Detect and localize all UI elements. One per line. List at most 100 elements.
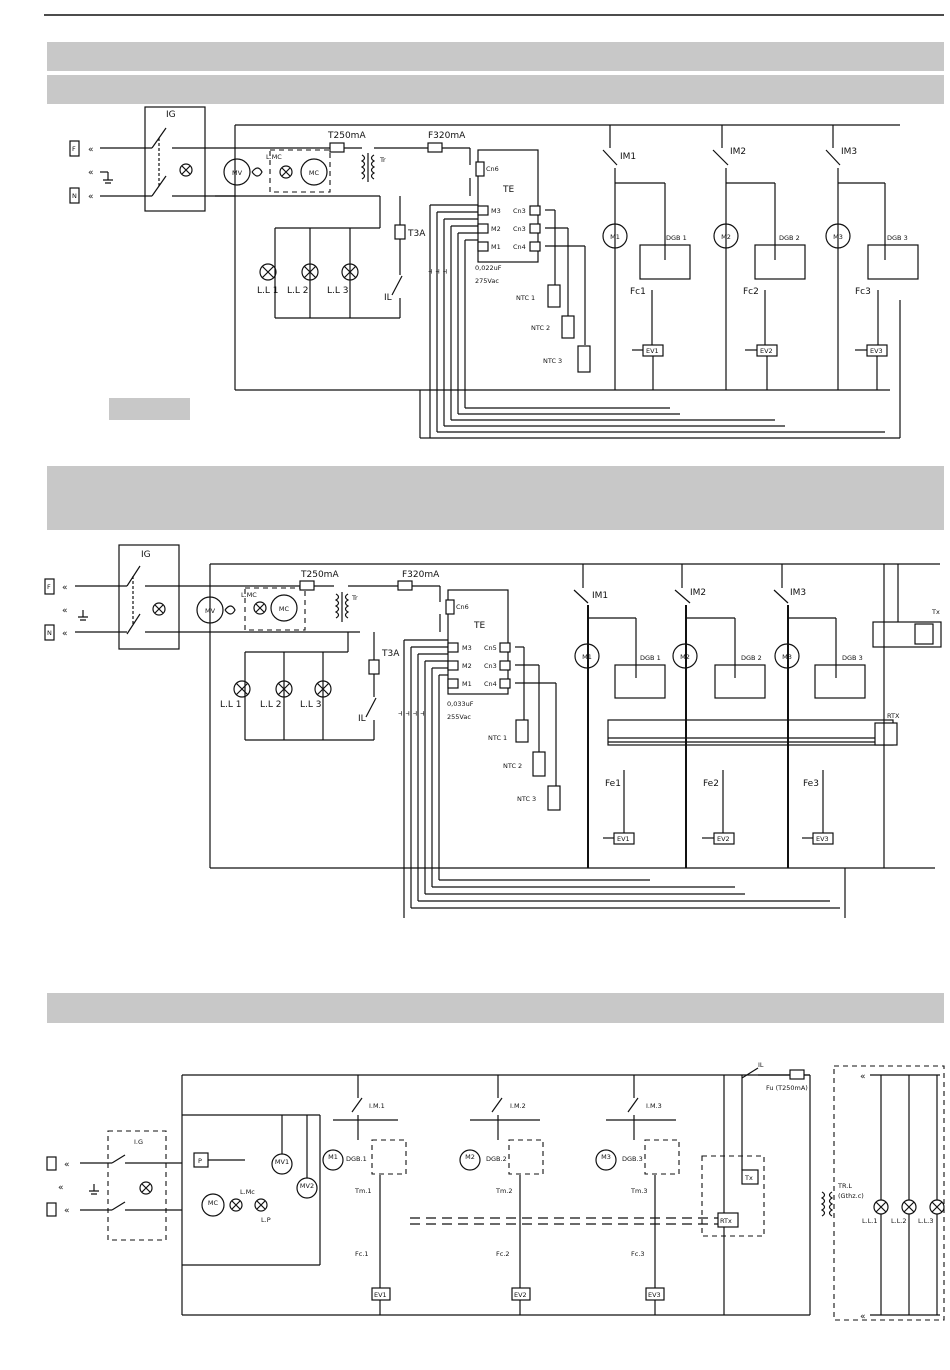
sensor-label: NTC 1 — [516, 294, 535, 302]
fuse-fu — [789, 1069, 805, 1080]
capacitor-value: 275Vac — [475, 277, 499, 285]
fuse-t3a — [368, 659, 380, 675]
pump-lamp-label: L.MC — [241, 591, 257, 599]
motor-label: M1 — [328, 1153, 338, 1161]
switch-contact — [111, 1154, 126, 1164]
motor-label: M3 — [601, 1153, 611, 1161]
terminal-l — [46, 1156, 57, 1171]
fuse-t250 — [329, 142, 345, 153]
lamp-label: L.L 1 — [220, 700, 241, 710]
fuse-f320-label: F320mA — [428, 131, 466, 141]
indicator-lamp — [152, 602, 166, 616]
valve-ev3 — [645, 1287, 665, 1301]
plug-icon: « — [62, 606, 68, 616]
lamp-p-label: L.P — [261, 1216, 271, 1224]
timer-label: Tm.3 — [630, 1187, 648, 1195]
cable-harness — [403, 639, 846, 918]
pump-motor-label: MC — [279, 605, 290, 613]
dosing-box-label: DGB 1 — [666, 234, 687, 242]
main-switch-frame — [107, 1130, 167, 1241]
lamp-ll1 — [233, 680, 251, 698]
plug-icon: « — [58, 1183, 64, 1193]
timer-tx-box — [872, 621, 942, 648]
fan-motor-label: MV2 — [300, 1182, 314, 1190]
fan-motor-mv — [196, 596, 224, 624]
lamp-cross — [303, 265, 317, 279]
lamp-label: L.L.2 — [891, 1217, 907, 1225]
motor-label: M2 — [465, 1153, 475, 1161]
pump-motor-label: MC — [208, 1199, 219, 1207]
lamp-label: L.L 1 — [257, 286, 278, 296]
lamp-cross — [231, 1200, 241, 1210]
lamp-cross — [277, 682, 291, 696]
plug-icon: « — [88, 192, 94, 202]
timer-label: Tx — [931, 608, 940, 616]
motor-m2 — [713, 223, 739, 249]
main-switch-label: IG — [141, 550, 151, 560]
sensor-ntc2 — [561, 315, 575, 339]
lamp-cross — [875, 1201, 887, 1213]
connector-cn5 — [499, 642, 511, 653]
capacitor-value: 0,022uF — [475, 264, 502, 272]
lamp-cross — [154, 604, 164, 614]
fuse-f320-label: F320mA — [402, 570, 440, 580]
transformer-tr — [360, 154, 376, 180]
connector-label: M1 — [491, 243, 501, 251]
connector-cn6 — [475, 161, 485, 177]
pressure-label: P — [198, 1157, 202, 1165]
diagram-2: IG F N « « « MV L.MC MC T250mA — [44, 544, 942, 918]
transformer-label: Tr — [351, 594, 358, 602]
switch-contact — [111, 1201, 126, 1211]
fuse-t3a — [394, 224, 406, 240]
terminal-n — [44, 624, 55, 641]
indicator-lamp — [139, 1181, 153, 1195]
lighting-frame — [833, 1065, 945, 1321]
flow-sensor-label: Fc1 — [630, 287, 646, 297]
connector-label: Cn3 — [513, 207, 526, 215]
pump-motor-mc — [201, 1193, 225, 1217]
ground-icon — [78, 610, 88, 621]
connector-m3 — [477, 205, 489, 216]
dosing-box-label: DGB.2 — [486, 1155, 507, 1163]
dosing-box-label: DGB 2 — [779, 234, 800, 242]
board-label: TE — [502, 185, 514, 195]
pump-lamp-label: L.MC — [266, 153, 282, 161]
group-switch-label: IM3 — [790, 588, 806, 598]
transformer-label: TR.L — [837, 1182, 852, 1190]
valve-label: EV3 — [870, 347, 883, 355]
fan-icon — [251, 167, 263, 177]
timer-tx — [741, 1169, 759, 1185]
flow-sensor-label: Fc.1 — [355, 1250, 369, 1258]
motor-m3 — [595, 1149, 617, 1171]
plug-icon: « — [88, 145, 94, 155]
connector-label: Cn3 — [484, 662, 497, 670]
sensor-ntc1 — [515, 719, 529, 743]
section-band-3 — [47, 466, 944, 530]
dosing-box-dgb3 — [867, 244, 919, 280]
group-switch-label: IM2 — [690, 588, 706, 598]
flow-sensor-label: Fe2 — [703, 779, 719, 789]
connector-label: Cn4 — [513, 243, 526, 251]
lamp-cross — [343, 265, 357, 279]
connector-label: Cn6 — [456, 603, 469, 611]
group-1: IM1 M1 DGB 1 Fc1 EV1 — [602, 125, 691, 390]
flow-sensor-label: Fc.3 — [631, 1250, 645, 1258]
pump-motor-mc — [300, 158, 328, 186]
dosing-box-label: DGB 1 — [640, 654, 661, 662]
section-band-2 — [47, 75, 944, 104]
lamp-cross — [255, 603, 265, 613]
sensor-label: NTC 2 — [531, 324, 550, 332]
capacitor-icon: ⫞ ⫞ ⫞ — [428, 267, 447, 277]
note-band — [109, 398, 190, 420]
plug-icon: « — [62, 629, 68, 639]
sensor-label: NTC 3 — [517, 795, 536, 803]
flow-sensor-label: Fc2 — [743, 287, 759, 297]
sensor-label: NTC 3 — [543, 357, 562, 365]
plug-icon: « — [860, 1312, 866, 1322]
motor-label: M3 — [782, 653, 792, 661]
terminal-f-label: F — [72, 145, 76, 153]
group-switch-label: IM2 — [730, 147, 746, 157]
connector-label: Cn3 — [513, 225, 526, 233]
group-switch-label: IM3 — [841, 147, 857, 157]
dosing-box-frame — [644, 1139, 680, 1175]
